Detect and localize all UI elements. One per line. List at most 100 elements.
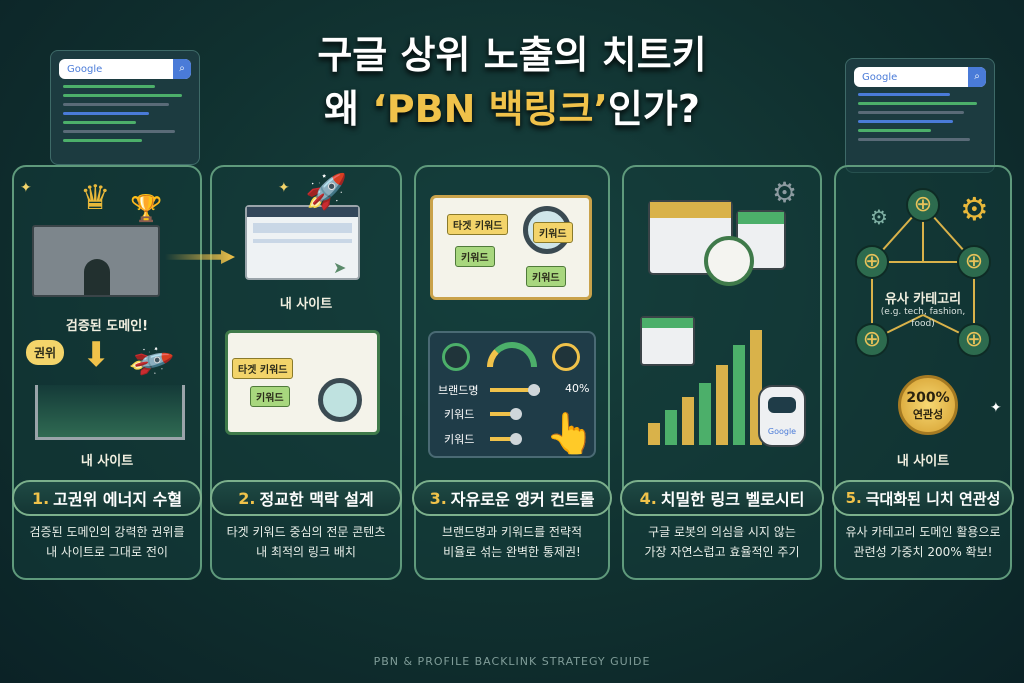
step-number: 1. [31,488,50,508]
open-book-icon [225,330,380,435]
trophy-icon: 🏆 [130,194,163,224]
search-bar: Google⌕ [854,67,986,87]
step-5-header: 5.극대화된 니치 연관성 [832,480,1014,516]
pointing-hand-icon: 👆 [545,411,595,457]
desc-line: 내 최적의 링크 배치 [256,545,356,559]
desc-line: 유사 카테고리 도메인 활용으로 [845,525,1001,539]
slider-brand[interactable] [490,384,540,396]
browser-window-icon [245,205,360,280]
step-3-header: 3.자유로운 앵커 컨트롤 [412,480,612,516]
gauge-icon [487,342,537,367]
title-line-1: 구글 상위 노출의 치트키 [317,33,707,77]
google-logo: Google [67,63,103,75]
keyword-tag: 키워드 [533,222,573,243]
desc-line: 가장 자연스럽고 효율적인 주기 [644,545,800,559]
step-title: 고권위 에너지 수혈 [53,490,183,509]
google-robot-icon: Google [758,385,806,447]
site-container [35,385,185,440]
title-prefix: 왜 [324,87,373,131]
step-number: 3. [429,488,447,508]
keyword-tag: 키워드 [250,386,290,407]
step-title: 극대화된 니치 연관성 [865,489,1001,508]
knob[interactable] [552,343,580,371]
knob[interactable] [442,343,470,371]
my-site-label: 내 사이트 [896,454,950,469]
sparkle-icon: ✦ [20,180,32,196]
arrow-down-icon: ⬇ [82,335,111,375]
search-bar: Google ⌕ [59,59,191,79]
gear-icon: ⚙ [772,176,798,209]
desc-line: 구글 로봇의 의심을 시지 않는 [648,525,796,539]
growth-bar [733,345,745,445]
google-search-window-right: Google⌕ [845,58,995,173]
search-icon: ⌕ [173,59,191,79]
sparkle-icon: ✦ [990,400,1002,416]
desc-line: 브랜드명과 키워드를 전략적 [441,525,583,539]
growth-bar [716,365,728,445]
globe-icon: ⊕ [906,188,940,222]
step-title: 자유로운 앵커 컨트롤 [450,490,595,509]
globe-icon: ⊕ [957,323,991,357]
target-keyword-tag: 타겟 키워드 [447,214,509,235]
slider-label-keyword: 키워드 [444,433,475,446]
gear-icon: ⚙ [960,190,989,228]
relevance-badge: 200% 연관성 [898,375,958,435]
my-site-label: 내 사이트 [80,454,134,469]
step-title: 치밀한 링크 벨로시티 [660,490,805,509]
network-lines [871,204,975,341]
globe-icon: ⊕ [855,323,889,357]
step-number: 4. [639,488,657,508]
step-1-header: 1.고권위 에너지 수혈 [12,480,202,516]
clock-icon [704,236,754,286]
title-line-2: 왜 ‘PBN 백링크’인가? [0,82,1024,136]
globe-icon: ⊕ [957,245,991,279]
growth-bar [648,423,660,445]
page-title: 구글 상위 노출의 치트키 왜 ‘PBN 백링크’인가? [0,28,1024,136]
robot-label: Google [767,427,797,436]
growth-bar [682,397,694,445]
slider-label-keyword: 키워드 [444,408,475,421]
crown-icon: ♛ [80,178,111,218]
keyword-tag: 키워드 [455,246,495,267]
sparkle-icon: ✦ [278,180,290,196]
desc-line: 관련성 가중치 200% 확보! [853,545,993,559]
step-2-header: 2.정교한 맥락 설계 [210,480,402,516]
google-logo: Google [862,71,898,83]
desc-line: 비율로 섞는 완벽한 통제권! [443,545,581,559]
calendar-icon [736,210,786,270]
footer-text: PBN & PROFILE BACKLINK STRATEGY GUIDE [373,655,651,668]
title-suffix: 인가? [607,87,700,131]
slider-label-brand: 브랜드명 [438,384,479,397]
slider-keyword-2[interactable] [490,433,522,445]
slider-keyword-1[interactable] [490,408,522,420]
rocket-icon: 🚀 [305,172,348,212]
growth-bar [665,410,677,445]
desc-line: 검증된 도메인의 강력한 권위를 [29,525,185,539]
title-highlight: ‘PBN 백링크’ [372,87,608,131]
magnifier-link-icon [318,378,362,422]
badge-label: 연관성 [912,408,944,421]
desc-line: 타겟 키워드 중심의 전문 콘텐츠 [226,525,386,539]
calendar-icon [640,316,695,366]
desc-line: 내 사이트로 그대로 전이 [46,545,168,559]
gear-icon: ⚙ [870,205,888,229]
my-site-label: 내 사이트 [279,297,333,312]
verified-domain-label: 검증된 도메인! [65,319,149,334]
cursor-icon: ➤ [333,258,347,277]
slider-brand-value: 40% [565,382,590,395]
badge-value: 200% [906,390,950,406]
category-label: 유사 카테고리 [884,292,962,307]
growth-bar [699,383,711,445]
castle-icon [32,225,160,297]
keyword-tag: 키워드 [526,266,566,287]
step-number: 5. [845,489,862,507]
step-number: 2. [238,488,256,508]
step-4-header: 4.치밀한 링크 벨로시티 [620,480,824,516]
globe-icon: ⊕ [855,245,889,279]
authority-bubble: 권위 [26,340,65,365]
